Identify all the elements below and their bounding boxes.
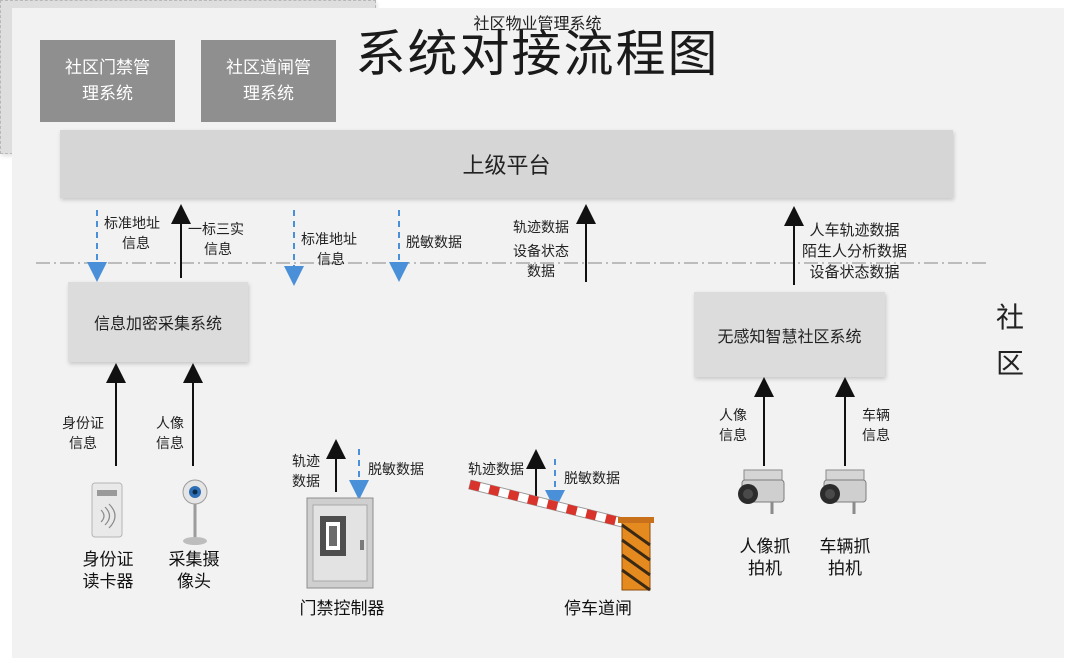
label-face-2-line-2: 信息 [719,428,747,444]
label-id-info-line-1: 身份证 [62,416,104,432]
label-smart-line-2: 陌生人分析数据 [802,242,908,260]
label-std-addr-1: 标准地址 信息 [104,214,160,254]
caption-face-cam-line-1: 人像抓 [739,537,791,557]
caption-vehicle-cam-line-1: 车辆抓 [819,537,871,557]
caption-capture-line-2: 像头 [177,572,211,592]
bullet-camera-icon [738,469,785,514]
caption-barrier-gate: 停车道闸 [564,599,632,619]
label-vehicle-info: 车辆 信息 [862,406,890,446]
label-id-info-line-2: 信息 [69,436,97,452]
side-label-char-2: 区 [995,347,1024,380]
label-door-track-line-2: 数据 [292,474,320,490]
label-smart-line-1: 人车轨迹数据 [809,221,900,239]
community-side-label: 社 区 [990,295,1030,387]
caption-id-reader: 身份证 读卡器 [78,549,138,593]
label-smart-up: 人车轨迹数据 陌生人分析数据 设备状态数据 [802,220,907,283]
label-gate-desens: 脱敏数据 [564,471,620,487]
label-track-line-3: 数据 [527,264,555,280]
label-std-addr-1-line-2: 信息 [122,236,150,252]
label-one-std-line-1: 一标三实 [188,222,244,238]
label-face-1-line-2: 信息 [156,436,184,452]
label-vehicle-line-1: 车辆 [862,408,890,424]
barrier-gate-icon [468,479,654,592]
caption-face-cam-line-2: 拍机 [748,559,782,579]
label-face-info-2: 人像 信息 [719,406,747,446]
door-mgmt-line-1: 社区门禁管 [65,58,150,78]
caption-capture-camera: 采集摄 像头 [164,549,224,593]
caption-vehicle-camera: 车辆抓 拍机 [810,536,880,580]
dome-camera-icon [182,479,208,545]
label-std-addr-2: 标准地址 信息 [301,230,357,270]
caption-id-reader-line-1: 身份证 [82,550,134,570]
smart-community-system-box: 无感知智慧社区系统 [694,292,885,377]
label-std-addr-1-line-1: 标准地址 [104,216,160,232]
door-mgmt-line-2: 理系统 [82,84,133,104]
label-face-info-1: 人像 信息 [156,414,184,454]
label-one-std-line-2: 信息 [204,242,232,258]
caption-door-controller: 门禁控制器 [299,599,385,619]
diagram-title: 系统对接流程图 [355,25,720,83]
label-vehicle-line-2: 信息 [862,428,890,444]
label-id-info: 身份证 信息 [62,414,104,454]
label-door-track-line-1: 轨迹 [292,454,320,470]
superior-platform-box: 上级平台 [60,130,953,198]
gate-mgmt-line-1: 社区道闸管 [226,58,311,78]
property-system-title: 社区物业管理系统 [473,14,602,33]
label-one-std-three-real: 一标三实 信息 [188,220,244,260]
caption-face-camera: 人像抓 拍机 [730,536,800,580]
caption-capture-line-1: 采集摄 [168,550,220,570]
door-management-system-box: 社区门禁管 理系统 [40,40,175,122]
label-std-addr-2-line-2: 信息 [317,252,345,268]
access-controller-icon [306,497,374,589]
bullet-camera-icon [820,469,867,514]
label-track-line-1: 轨迹数据 [513,220,569,236]
label-face-2-line-1: 人像 [719,408,747,424]
encrypt-collection-system-box: 信息加密采集系统 [68,282,248,362]
label-door-desens: 脱敏数据 [368,462,424,478]
label-gate-track: 轨迹数据 [468,462,524,478]
label-std-addr-2-line-1: 标准地址 [301,232,357,248]
caption-id-reader-line-2: 读卡器 [82,572,134,592]
gate-mgmt-line-2: 理系统 [243,84,294,104]
side-label-char-1: 社 [995,301,1024,334]
label-desens-1: 脱敏数据 [406,235,462,251]
card-reader-icon [91,482,123,538]
gate-management-system-box: 社区道闸管 理系统 [201,40,336,122]
label-track-line-2: 设备状态 [513,244,569,260]
label-door-track: 轨迹 数据 [292,452,320,492]
label-face-1-line-1: 人像 [156,416,184,432]
label-smart-line-3: 设备状态数据 [809,263,900,281]
label-track-status: 轨迹数据 设备状态 数据 [506,218,576,282]
caption-vehicle-cam-line-2: 拍机 [828,559,862,579]
